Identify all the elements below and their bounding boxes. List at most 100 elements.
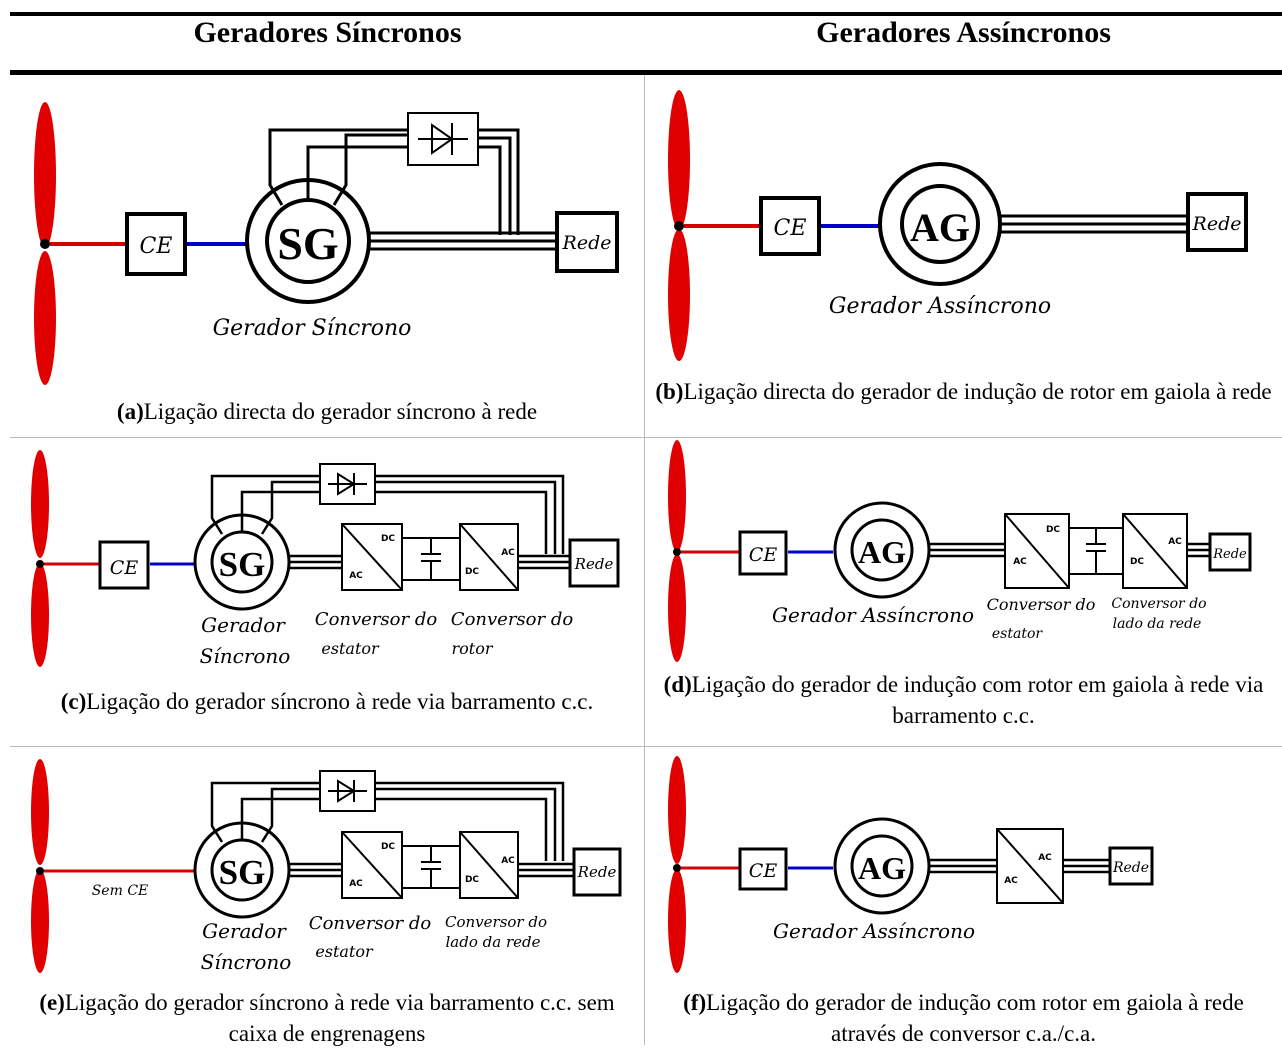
generator-icon (833, 817, 931, 915)
svg-text:AC: AC (501, 548, 515, 558)
stator-converter-label-line1: Conversor do (309, 913, 432, 934)
grid-label: Rede (1192, 213, 1242, 235)
diagram-d: CE AG DC AC AC DC Rede Gerador Assíncron… (668, 440, 1252, 662)
grid-label: Rede (577, 863, 617, 881)
gearbox-box (738, 847, 788, 891)
caption-letter: (f) (683, 990, 707, 1015)
grid-box (568, 538, 620, 588)
gearbox-box (98, 540, 150, 590)
gearbox-box (759, 196, 821, 256)
generator-label: SG (277, 218, 338, 269)
panel-e: Sem CE SG DC AC (0, 747, 644, 1046)
output-lines (369, 231, 557, 251)
diagram-b: CE AG Rede Gerador Assíncrono (668, 90, 1248, 361)
svg-text:AC: AC (349, 879, 363, 889)
dc-link-capacitor-icon (402, 537, 460, 581)
panel-a: CE SG Rede Gerador Síncrono (a)Ligação d… (0, 75, 644, 437)
turbine-blades-icon (31, 759, 49, 973)
generator-caption-line1: Gerador (202, 919, 287, 943)
output-lines (929, 858, 1110, 874)
stator-converter-label-line2: estator (315, 942, 374, 961)
generator-caption-line2: Síncrono (201, 950, 292, 974)
panel-b: CE AG Rede Gerador Assíncrono (b)Ligação… (645, 75, 1282, 437)
grid-box (555, 211, 619, 273)
grid-converter-icon: AC DC (1122, 513, 1188, 589)
turbine-blades-icon (668, 90, 690, 361)
caption-b: (b)Ligação directa do gerador de indução… (655, 376, 1272, 407)
svg-text:AC: AC (349, 571, 363, 581)
header-asynchronous: Geradores Assíncronos (816, 16, 1111, 49)
caption-text: Ligação do gerador síncrono à rede via b… (86, 689, 594, 714)
grid-box (572, 847, 622, 897)
rotor-converter-label-line2: rotor (452, 639, 494, 658)
panel-c: CE SG DC AC (0, 438, 644, 746)
generator-caption-line1: Gerador (201, 613, 286, 637)
diagram-f: CE AG AC AC Rede Gerador Assíncrono (668, 756, 1154, 973)
caption-letter: (e) (39, 990, 65, 1015)
caption-e: (e)Ligação do gerador síncrono à rede vi… (30, 987, 624, 1049)
generator-caption-line2: Síncrono (200, 644, 291, 668)
generator-label: AG (910, 205, 970, 250)
rectifier-icon (319, 463, 376, 505)
caption-text: Ligação do gerador síncrono à rede via b… (64, 990, 615, 1046)
grid-label: Rede (1112, 860, 1149, 876)
ac-ac-converter-icon: AC AC (996, 828, 1064, 904)
row-divider-2 (10, 746, 1282, 747)
caption-text: Ligação directa do gerador de indução de… (683, 379, 1272, 404)
svg-text:DC: DC (381, 842, 395, 852)
rectifier-icon (319, 770, 376, 812)
dc-link-capacitor-icon (1069, 527, 1123, 575)
diagram-e: Sem CE SG DC AC (31, 759, 622, 974)
diagram-a: CE SG Rede Gerador Síncrono (34, 102, 619, 385)
diagram-c: CE SG DC AC (31, 450, 620, 668)
turbine-blades-icon (34, 102, 56, 385)
caption-letter: (a) (116, 399, 144, 424)
svg-text:AC: AC (1168, 537, 1182, 547)
output-lines (929, 542, 1210, 558)
generator-label: SG (219, 545, 266, 584)
turbine-blades-icon (668, 756, 686, 973)
gearbox-box (738, 530, 788, 576)
grid-label: Rede (562, 232, 612, 254)
caption-a: (a)Ligação directa do gerador síncrono à… (10, 396, 644, 427)
stator-converter-label-line1: Conversor do (987, 595, 1096, 614)
generator-label: AG (858, 534, 906, 570)
generator-label: SG (219, 853, 266, 892)
grid-converter-label-line2: lado da rede (446, 933, 541, 951)
svg-text:DC: DC (1046, 525, 1060, 535)
grid-box (1108, 846, 1154, 886)
stator-converter-label-line1: Conversor do (315, 609, 438, 630)
svg-text:DC: DC (1130, 557, 1144, 567)
svg-text:AC: AC (501, 856, 515, 866)
panel-d: CE AG DC AC AC DC Rede Gerador Assíncron… (645, 438, 1282, 746)
header-rule (10, 70, 1282, 75)
caption-letter: (b) (655, 379, 684, 404)
rotor-converter-label-line1: Conversor do (451, 609, 574, 630)
grid-label: Rede (574, 555, 614, 573)
stator-converter-icon: DC AC (341, 523, 403, 591)
excitation-wiring (210, 474, 565, 554)
excitation-wiring (210, 781, 565, 861)
output-lines (1000, 214, 1188, 234)
caption-text: Ligação directa do gerador síncrono à re… (143, 399, 538, 424)
stator-converter-icon: DC AC (1004, 513, 1070, 589)
caption-d: (d)Ligação do gerador de indução com rot… (655, 669, 1272, 731)
output-lines (289, 554, 570, 570)
dc-link-capacitor-icon (402, 845, 460, 889)
grid-converter-icon: AC DC (459, 831, 519, 899)
svg-text:DC: DC (381, 534, 395, 544)
svg-text:AC: AC (1038, 853, 1052, 863)
turbine-blades-icon (31, 450, 49, 667)
rotor-converter-icon: AC DC (459, 523, 519, 591)
grid-box (1186, 192, 1248, 252)
caption-c: (c)Ligação do gerador síncrono à rede vi… (30, 686, 624, 717)
row-divider-1 (10, 437, 1282, 438)
generator-caption: Gerador Assíncrono (829, 294, 1051, 319)
svg-text:DC: DC (465, 875, 479, 885)
generator-label: AG (858, 850, 906, 886)
gearbox-label: CE (140, 234, 173, 259)
panel-f: CE AG AC AC Rede Gerador Assíncrono (f)L… (645, 747, 1282, 1046)
gearbox-label: CE (749, 860, 778, 882)
top-rule (10, 12, 1282, 16)
stator-converter-label-line2: estator (992, 626, 1043, 642)
